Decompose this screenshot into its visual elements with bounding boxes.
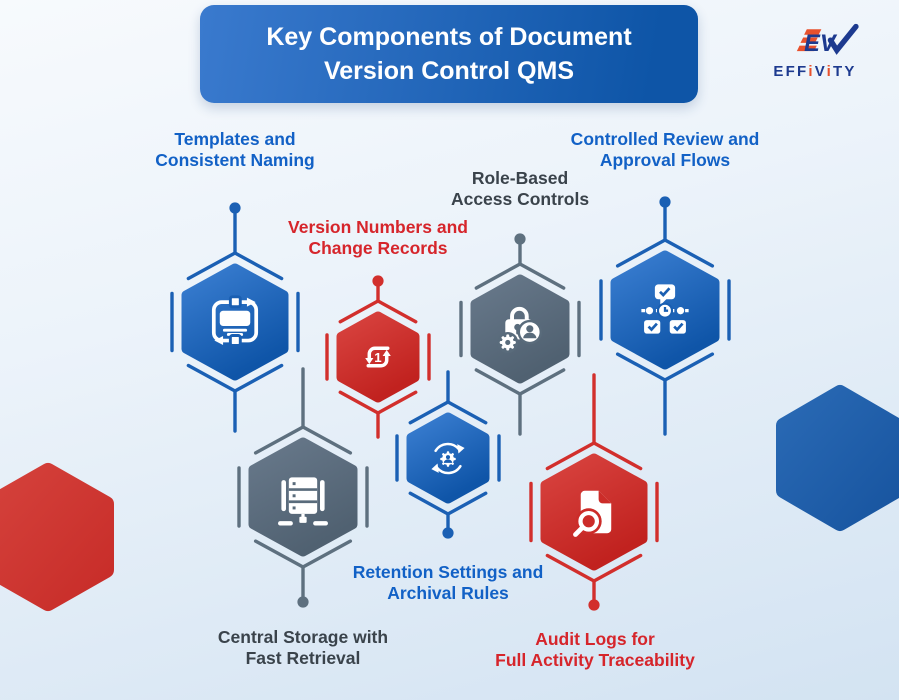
logo-letter: F bbox=[785, 63, 797, 80]
title-banner: Key Components of Document Version Contr… bbox=[200, 5, 698, 103]
connector-dot bbox=[372, 275, 384, 287]
connector-dot bbox=[229, 202, 241, 214]
component-audit-logs bbox=[529, 373, 659, 611]
decor-hexagon-right bbox=[776, 385, 899, 531]
component-review-approval bbox=[599, 196, 731, 436]
logo-letter: i bbox=[808, 63, 815, 80]
page-title: Key Components of Document Version Contr… bbox=[266, 20, 631, 89]
lock-gear-user-icon bbox=[497, 306, 543, 354]
approval-flow-icon bbox=[641, 284, 689, 334]
process-loop-icon bbox=[211, 295, 259, 347]
logo-letter: F bbox=[796, 63, 809, 80]
decor-hexagon-left bbox=[0, 463, 114, 611]
version-cycle-icon: 1 bbox=[365, 346, 391, 368]
label-templates: Templates and Consistent Naming bbox=[155, 129, 315, 171]
connector-dot bbox=[514, 233, 526, 245]
label-retention: Retention Settings and Archival Rules bbox=[352, 562, 544, 604]
title-line-1: Key Components of Document bbox=[266, 22, 632, 51]
svg-text:1: 1 bbox=[374, 350, 382, 365]
version-numbers-hexagon bbox=[336, 311, 420, 403]
effivity-logo: EV EFFiViTY bbox=[750, 22, 880, 80]
logo-letter: T bbox=[833, 63, 845, 80]
connector-dot bbox=[659, 196, 671, 208]
gear-sync-icon bbox=[431, 442, 465, 475]
logo-letter: V bbox=[814, 63, 827, 80]
label-audit-logs: Audit Logs for Full Activity Traceabilit… bbox=[495, 629, 695, 671]
label-review-approval: Controlled Review and Approval Flows bbox=[570, 129, 760, 171]
storage-server-icon bbox=[278, 477, 328, 526]
title-line-2: Version Control QMS bbox=[323, 57, 574, 85]
logo-letter: i bbox=[826, 63, 834, 80]
component-central-storage bbox=[237, 367, 369, 608]
connector-dot bbox=[588, 599, 600, 611]
component-templates bbox=[170, 202, 300, 433]
logo-letter: E bbox=[773, 63, 786, 80]
label-access-controls: Role-Based Access Controls bbox=[450, 168, 590, 210]
label-version-numbers: Version Numbers and Change Records bbox=[288, 217, 468, 259]
connector-dot bbox=[297, 596, 309, 608]
component-version-numbers: 1 bbox=[325, 275, 431, 439]
effivity-logo-mark-icon: EV bbox=[796, 23, 859, 57]
connector-dot bbox=[442, 527, 454, 539]
component-access-controls bbox=[459, 233, 581, 436]
label-central-storage: Central Storage with Fast Retrieval bbox=[217, 627, 389, 669]
effivity-logo-text: EFFiViTY bbox=[773, 63, 856, 80]
component-retention bbox=[395, 370, 501, 539]
doc-magnifier-icon bbox=[573, 490, 612, 537]
logo-letter: Y bbox=[844, 63, 857, 80]
